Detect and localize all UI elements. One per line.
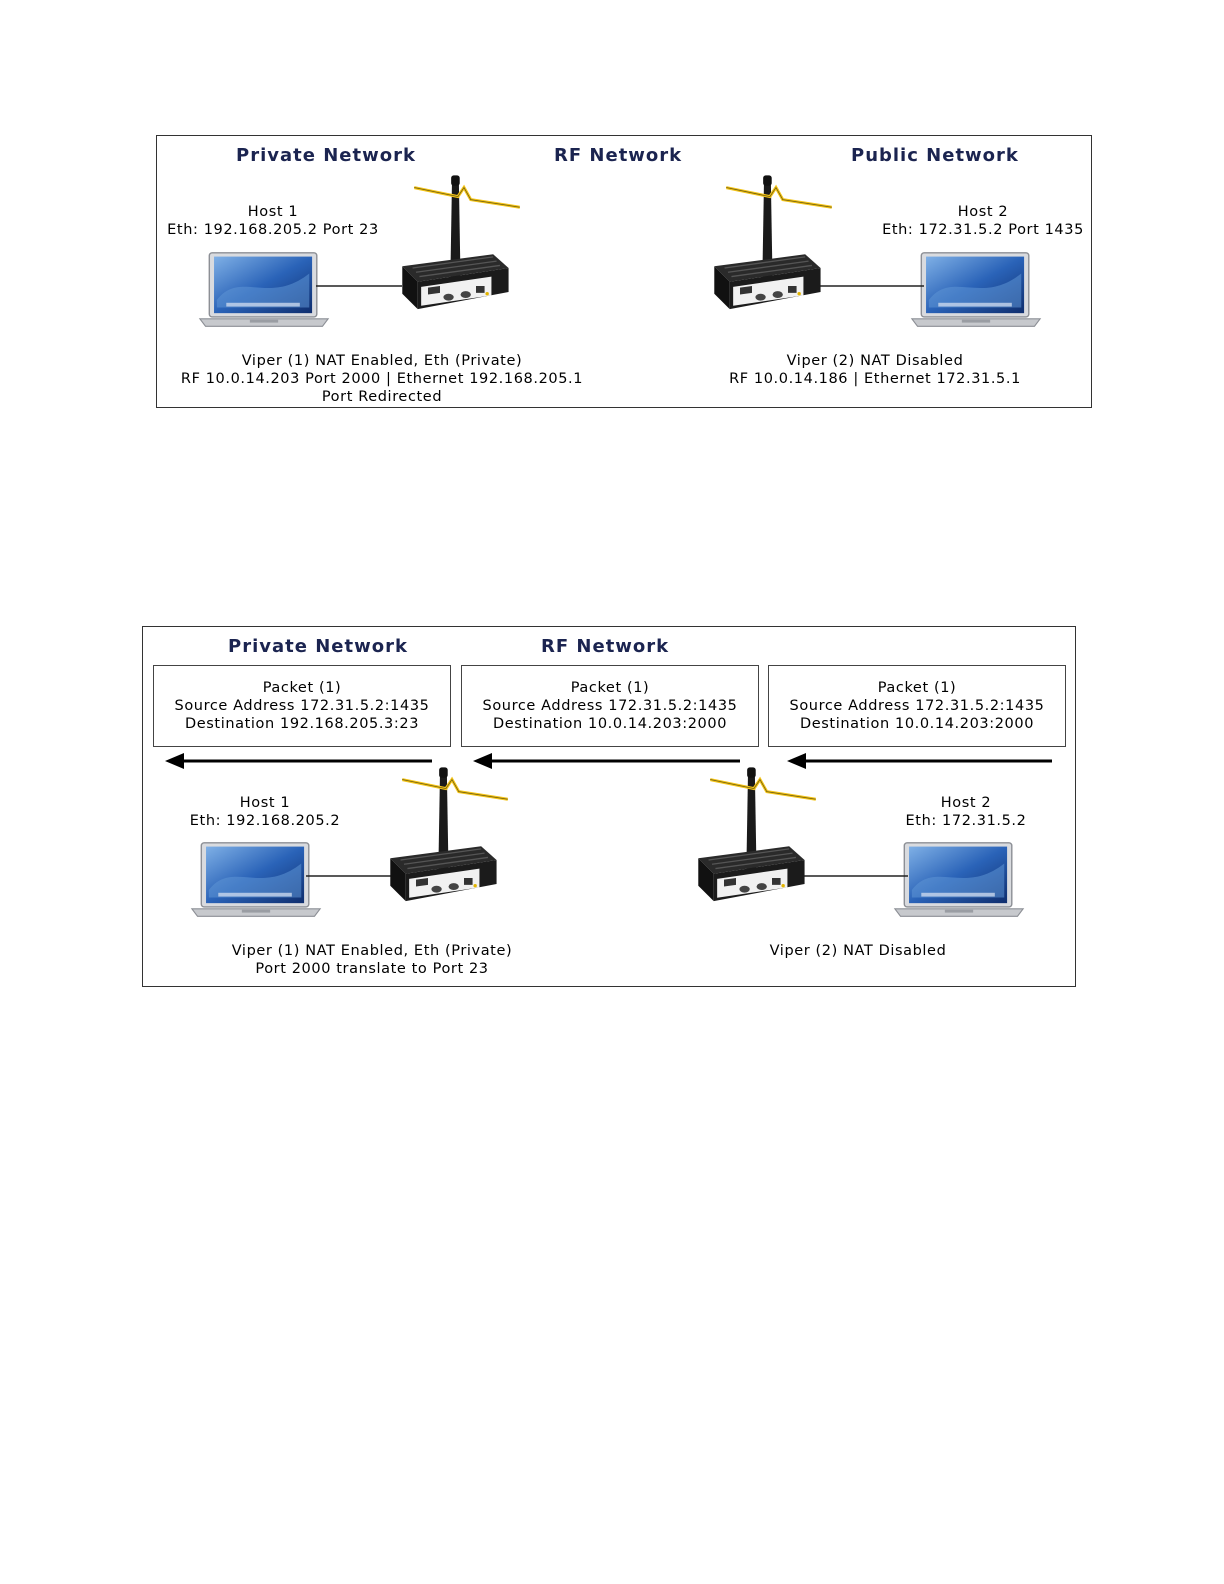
packet-destination: Destination 10.0.14.203:2000 bbox=[492, 716, 728, 732]
host1-eth: Eth: 192.168.205.2 Port 23 bbox=[167, 222, 379, 238]
packet-title: Packet (1) bbox=[570, 680, 650, 696]
figure1-viper2-label: Viper (2) NAT Disabled RF 10.0.14.186 | … bbox=[700, 352, 1050, 388]
packet-box-rf: Packet (1) Source Address 172.31.5.2:143… bbox=[461, 665, 759, 747]
viper1-line1: Viper (1) NAT Enabled, Eth (Private) bbox=[241, 353, 523, 369]
host2-name: Host 2 bbox=[940, 795, 992, 811]
figure1-heading-private: Private Network bbox=[236, 145, 416, 166]
packet-destination: Destination 10.0.14.203:2000 bbox=[799, 716, 1035, 732]
packet-box-public: Packet (1) Source Address 172.31.5.2:143… bbox=[768, 665, 1066, 747]
viper2-line1: Viper (2) NAT Disabled bbox=[769, 943, 947, 959]
figure1-heading-public: Public Network bbox=[851, 145, 1019, 166]
packet-source: Source Address 172.31.5.2:1435 bbox=[174, 698, 430, 714]
figure2-host2-label: Host 2 Eth: 172.31.5.2 bbox=[866, 794, 1066, 830]
ethernet-cable-line bbox=[306, 875, 908, 877]
viper1-line2: RF 10.0.14.203 Port 2000 | Ethernet 192.… bbox=[180, 371, 584, 387]
host1-eth: Eth: 192.168.205.2 bbox=[189, 813, 341, 829]
host1-name: Host 1 bbox=[239, 795, 291, 811]
packet-source: Source Address 172.31.5.2:1435 bbox=[789, 698, 1045, 714]
viper2-line2: RF 10.0.14.186 | Ethernet 172.31.5.1 bbox=[729, 371, 1021, 387]
figure2-host1-label: Host 1 Eth: 192.168.205.2 bbox=[165, 794, 365, 830]
ethernet-cable-line bbox=[316, 285, 924, 287]
figure1-host2-label: Host 2 Eth: 172.31.5.2 Port 1435 bbox=[876, 203, 1090, 239]
viper1-line1: Viper (1) NAT Enabled, Eth (Private) bbox=[231, 943, 513, 959]
lightning-bolt-icon bbox=[386, 772, 524, 806]
viper1-line2: Port 2000 translate to Port 23 bbox=[255, 961, 489, 977]
packet-title: Packet (1) bbox=[262, 680, 342, 696]
packet-title: Packet (1) bbox=[877, 680, 957, 696]
figure2-viper2-label: Viper (2) NAT Disabled bbox=[730, 942, 986, 960]
figure1-heading-rf: RF Network bbox=[554, 145, 683, 166]
viper1-line3: Port Redirected bbox=[321, 389, 443, 405]
host2-eth: Eth: 172.31.5.2 bbox=[905, 813, 1027, 829]
packet-box-private: Packet (1) Source Address 172.31.5.2:143… bbox=[153, 665, 451, 747]
packet-source: Source Address 172.31.5.2:1435 bbox=[482, 698, 738, 714]
figure2-heading-rf: RF Network bbox=[541, 636, 670, 657]
host2-eth: Eth: 172.31.5.2 Port 1435 bbox=[882, 222, 1084, 238]
host2-name: Host 2 bbox=[957, 204, 1009, 220]
packet-destination: Destination 192.168.205.3:23 bbox=[184, 716, 420, 732]
figure1-viper1-label: Viper (1) NAT Enabled, Eth (Private) RF … bbox=[162, 352, 602, 406]
host1-name: Host 1 bbox=[247, 204, 299, 220]
figure1-host1-label: Host 1 Eth: 192.168.205.2 Port 23 bbox=[163, 203, 383, 239]
viper2-line1: Viper (2) NAT Disabled bbox=[786, 353, 964, 369]
figure2-heading-private: Private Network bbox=[228, 636, 408, 657]
arrow-left-icon bbox=[165, 753, 1052, 769]
lightning-bolt-icon bbox=[694, 772, 832, 806]
figure2-viper1-label: Viper (1) NAT Enabled, Eth (Private) Por… bbox=[200, 942, 544, 978]
